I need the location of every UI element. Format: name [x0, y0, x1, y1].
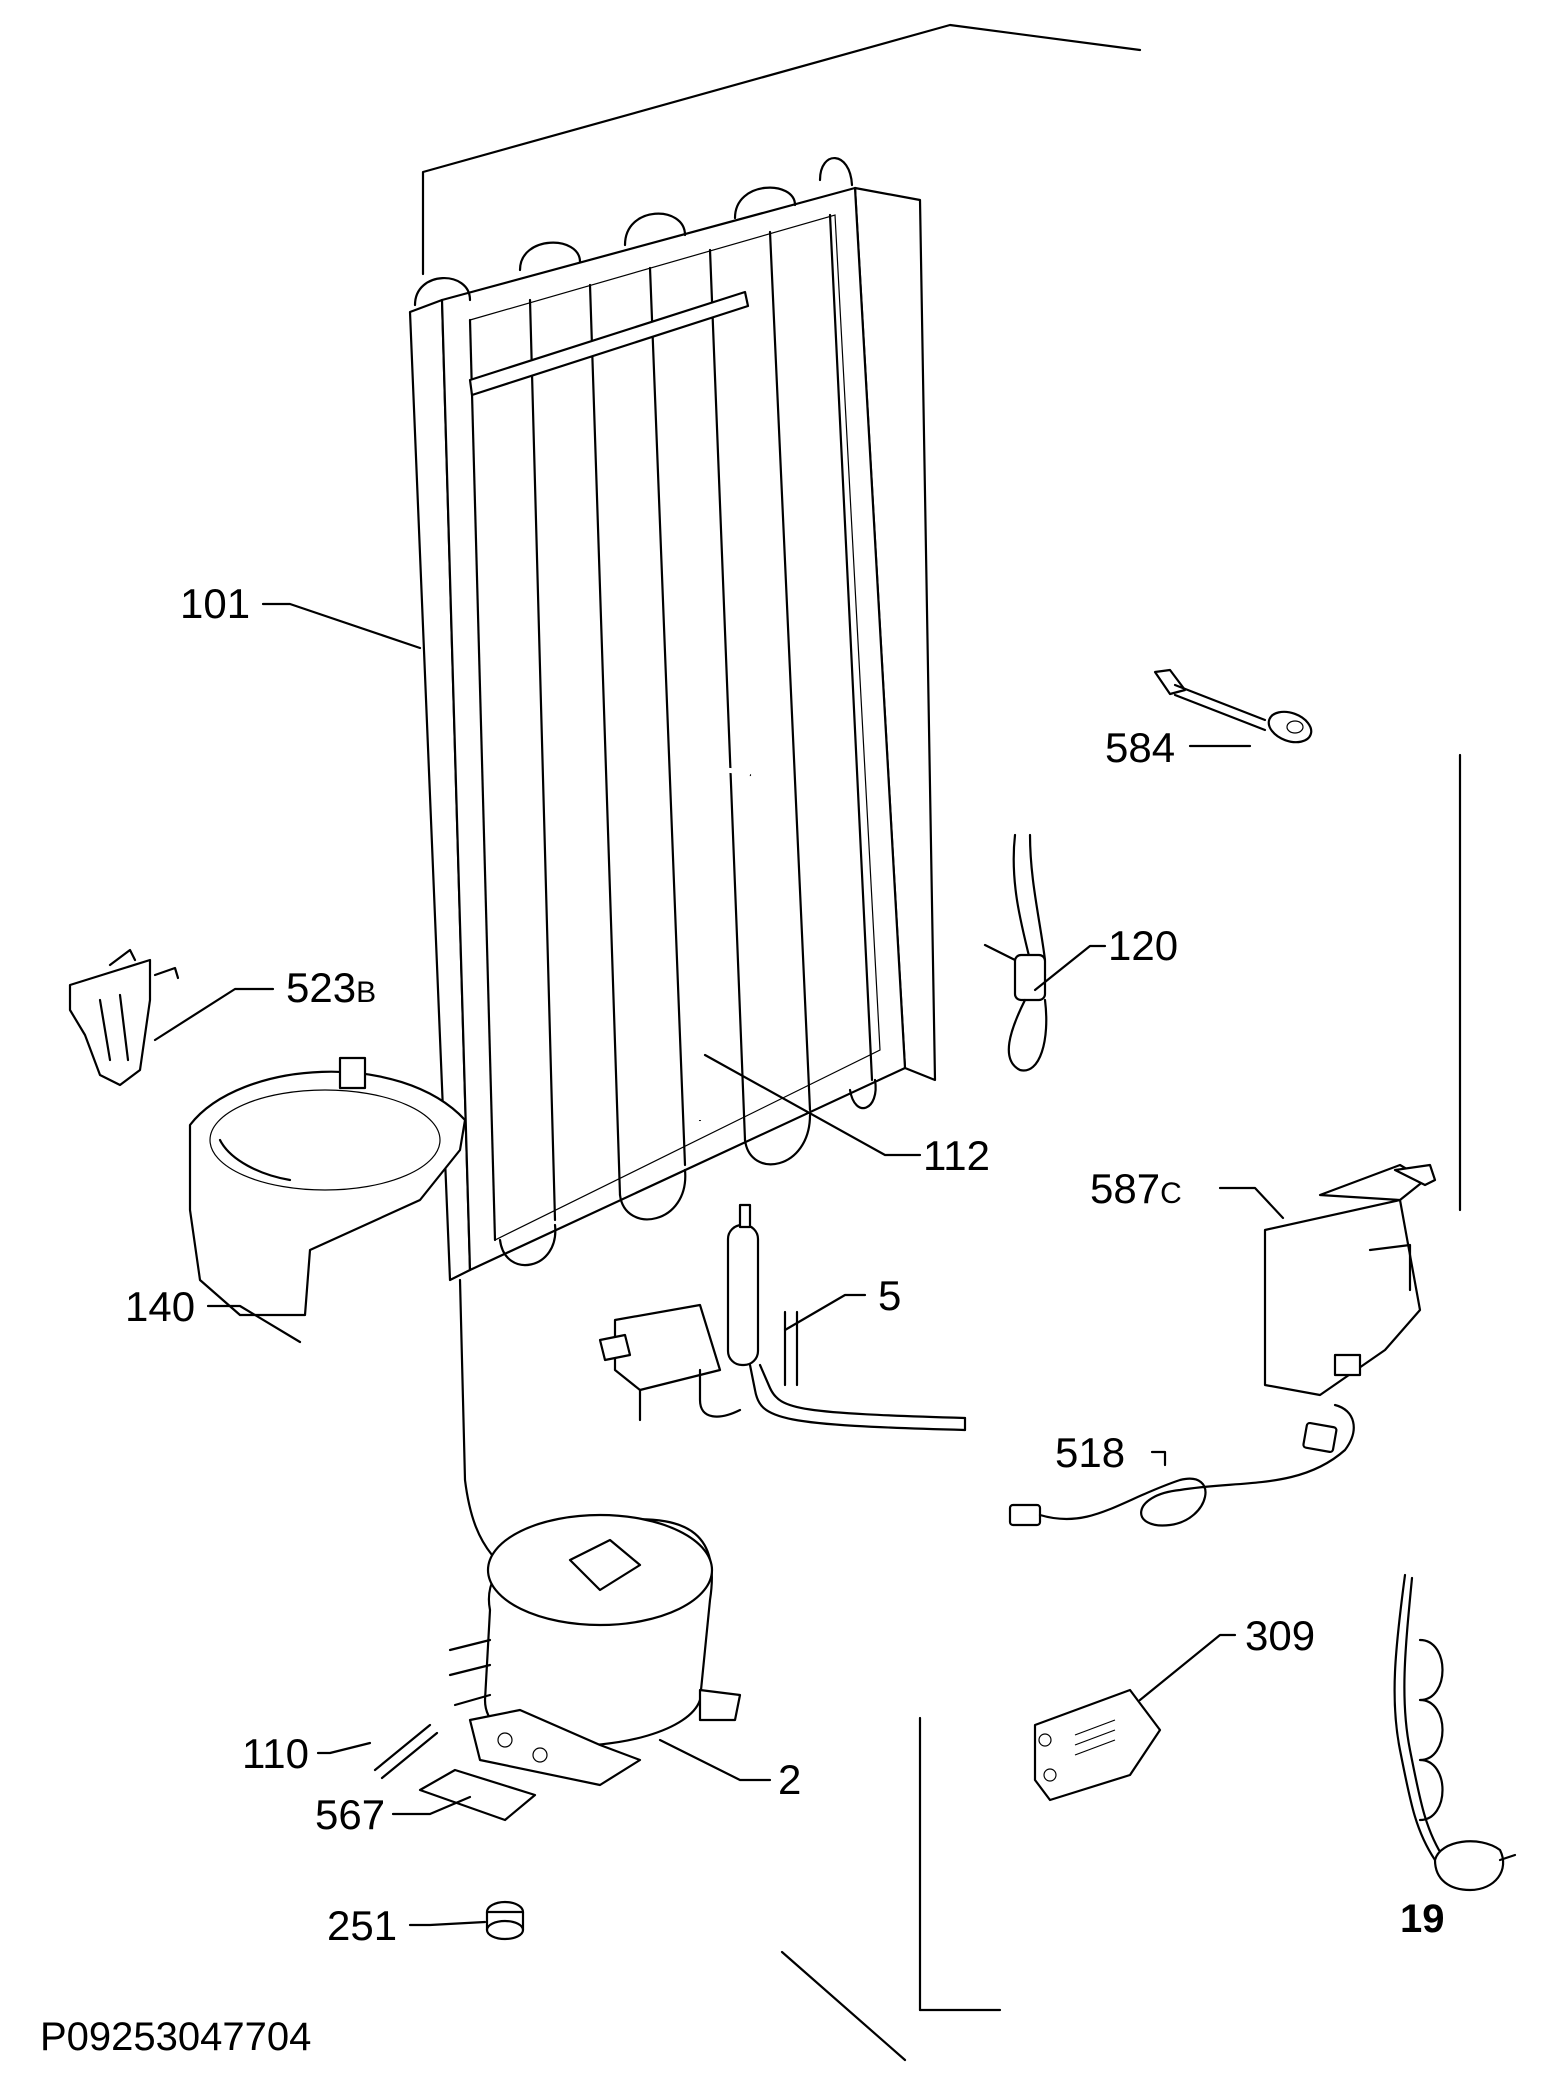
valve-assembly-5	[598, 1203, 967, 1432]
part-labels: 101 584 120 523B 112 587C 140 5 518 309 …	[125, 580, 1445, 1949]
heater-120	[983, 833, 1048, 1072]
cable-518	[1008, 1403, 1355, 1527]
label-584: 584	[1105, 724, 1175, 771]
tube-110	[373, 1723, 439, 1780]
label-2: 2	[778, 1756, 801, 1803]
label-518: 518	[1055, 1429, 1125, 1476]
condenser-bottom-bends	[498, 1078, 877, 1267]
label-523b: 523B	[286, 964, 376, 1011]
label-309: 309	[1245, 1612, 1315, 1659]
label-587c: 587C	[1090, 1165, 1182, 1212]
cabinet-outline	[421, 23, 1462, 2062]
condenser-101	[408, 157, 937, 1557]
condenser-top-bends	[413, 157, 854, 307]
relay-309	[1033, 1688, 1162, 1802]
label-120: 120	[1108, 922, 1178, 969]
label-5: 5	[878, 1272, 901, 1319]
label-101: 101	[180, 580, 250, 627]
label-140: 140	[125, 1283, 195, 1330]
compressor-2	[448, 1513, 742, 1787]
condenser-tubes	[468, 213, 874, 1242]
leader-lines	[153, 602, 1285, 1927]
label-112: 112	[923, 1132, 990, 1179]
clip-523b	[68, 948, 180, 1087]
evaporation-tray-140	[188, 1056, 467, 1317]
plate-567	[418, 1768, 537, 1822]
drawing-code: P09253047704	[40, 2015, 311, 2059]
label-567: 567	[315, 1791, 385, 1838]
label-19: 19	[1400, 1897, 1445, 1941]
label-251: 251	[327, 1902, 397, 1949]
sensor-584	[1153, 668, 1313, 744]
control-box-587c	[1263, 1163, 1437, 1397]
power-cord-19	[1393, 1573, 1517, 1892]
label-110: 110	[242, 1730, 309, 1777]
grommet-251	[485, 1900, 525, 1941]
